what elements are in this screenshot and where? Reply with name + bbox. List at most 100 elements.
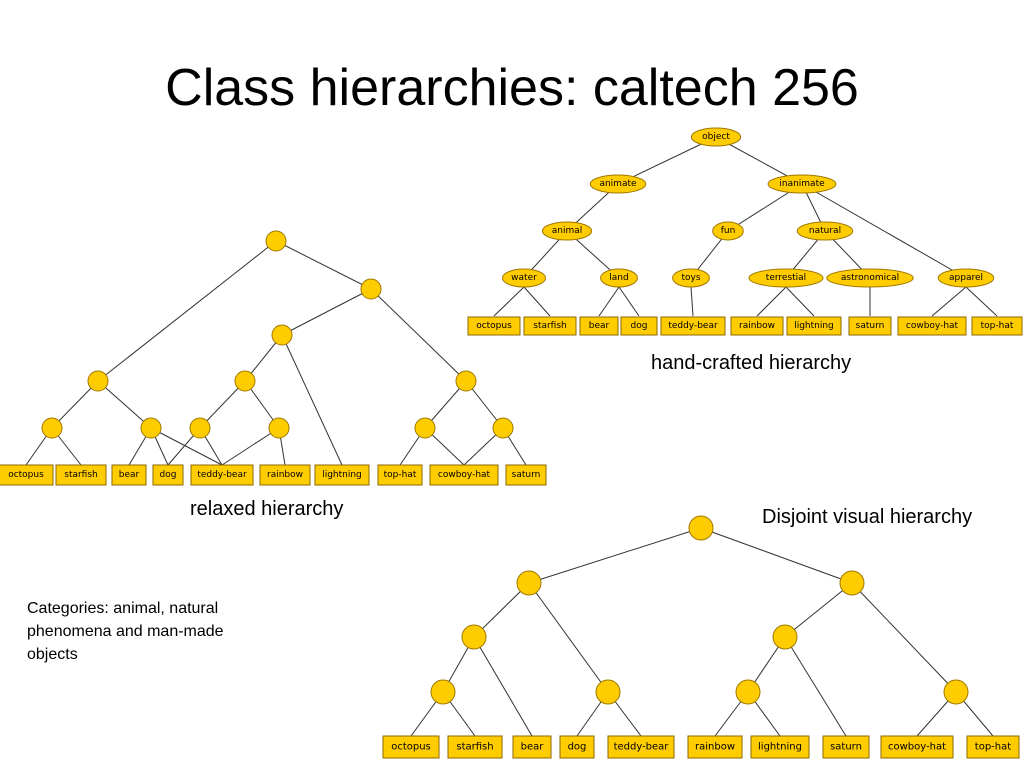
relaxed-leaf-dog-label: dog [160,470,177,480]
hc-node-toys: toys [672,268,710,288]
hc-leaf-bear-label: bear [589,321,610,331]
tree-edge [493,286,525,317]
disjoint-node-d [772,624,798,650]
disjoint-node-b [839,570,865,596]
relaxed-node-f [41,417,63,439]
relaxed-node-g [140,417,162,439]
disjoint-leaf-dog-label: dog [568,742,587,753]
hc-leaf-rainbow-label: rainbow [739,321,775,331]
hc-leaf-teddy-bear-label: teddy-bear [668,321,718,331]
disjoint-node-r [688,515,714,541]
hc-node-animate: animate [589,174,647,194]
hand-crafted-caption: hand-crafted hierarchy [651,352,852,374]
hc-node-animal: animal [541,221,593,241]
hc-node-astronomical-label: astronomical [841,273,899,283]
relaxed-leaf-top-hat: top-hat [377,464,423,486]
hc-leaf-octopus: octopus [467,316,521,336]
tree-edge [851,582,957,693]
hc-node-water-label: water [511,273,537,283]
hc-leaf-teddy-bear: teddy-bear [660,316,726,336]
relaxed-leaf-lightning: lightning [314,464,370,486]
hc-node-fun-label: fun [721,226,736,236]
hc-node-object-label: object [702,132,730,142]
relaxed-node-i [268,417,290,439]
disjoint-leaf-octopus: octopus [382,735,440,759]
hc-leaf-cowboy-hat: cowboy-hat [897,316,967,336]
tree-edge [598,286,620,317]
disjoint-leaf-lightning: lightning [750,735,810,759]
hc-node-terrestial-label: terrestial [766,273,806,283]
hc-node-land: land [600,268,638,288]
disjoint-leaf-teddy-bear: teddy-bear [607,735,675,759]
disjoint-leaf-starfish-label: starfish [456,742,493,753]
hc-leaf-lightning-label: lightning [794,321,834,331]
hc-node-apparel: apparel [937,268,995,288]
relaxed-leaf-lightning-label: lightning [322,470,362,480]
relaxed-node-a [360,278,382,300]
tree-edge [97,240,277,382]
tree-edge [617,136,717,185]
hc-leaf-lightning: lightning [786,316,842,336]
relaxed-leaf-rainbow-label: rainbow [267,470,303,480]
hc-node-apparel-label: apparel [949,273,983,283]
hc-leaf-bear: bear [579,316,619,336]
tree-edge [523,286,551,317]
disjoint-leaf-dog: dog [559,735,595,759]
disjoint-node-g [735,679,761,705]
tree-edge [97,380,152,429]
tree-edge [281,288,372,336]
hc-node-natural: natural [796,221,854,241]
slide-title: Class hierarchies: caltech 256 [165,59,859,117]
tree-edge [690,286,694,317]
relaxed-node-j [414,417,436,439]
tree-edge [199,380,246,429]
relaxed-leaf-rainbow: rainbow [259,464,311,486]
disjoint-leaf-bear: bear [512,735,552,759]
disjoint-node-a [516,570,542,596]
disjoint-leaf-top-hat-label: top-hat [975,742,1011,753]
hc-node-inanimate: inanimate [767,174,837,194]
hc-node-water: water [502,268,546,288]
hc-leaf-top-hat-label: top-hat [981,321,1014,331]
disjoint-caption: Disjoint visual hierarchy [762,506,973,528]
hc-leaf-saturn: saturn [848,316,892,336]
relaxed-node-h [189,417,211,439]
hc-leaf-rainbow: rainbow [730,316,784,336]
relaxed-leaf-cowboy-hat: cowboy-hat [429,464,499,486]
relaxed-node-c [87,370,109,392]
tree-edge [618,286,640,317]
relaxed-leaf-bear-label: bear [119,470,140,480]
disjoint-leaf-rainbow-label: rainbow [695,742,735,753]
disjoint-leaf-saturn-label: saturn [830,742,862,753]
relaxed-leaf-octopus-label: octopus [8,470,44,480]
relaxed-node-d [234,370,256,392]
tree-edge [931,286,967,317]
disjoint-leaf-starfish: starfish [447,735,503,759]
hc-leaf-saturn-label: saturn [856,321,885,331]
tree-edge [370,288,467,382]
tree-edge [221,427,280,466]
hc-node-fun: fun [712,221,744,241]
tree-edge [784,582,853,638]
relaxed-leaf-teddy-bear-label: teddy-bear [197,470,247,480]
relaxed-leaf-saturn: saturn [505,464,547,486]
tree-edge [965,286,998,317]
hc-node-inanimate-label: inanimate [779,179,825,189]
disjoint-leaf-lightning-label: lightning [758,742,802,753]
disjoint-node-h [943,679,969,705]
relaxed-node-b [271,324,293,346]
hc-leaf-starfish: starfish [523,316,577,336]
relaxed-leaf-octopus: octopus [0,464,54,486]
disjoint-leaf-bear-label: bear [521,742,545,753]
hc-node-terrestial: terrestial [748,268,824,288]
relaxed-leaf-starfish-label: starfish [64,470,98,480]
relaxed-leaf-bear: bear [111,464,147,486]
relaxed-caption: relaxed hierarchy [190,498,344,520]
tree-edge [51,380,99,429]
hc-leaf-cowboy-hat-label: cowboy-hat [906,321,959,331]
tree-edge [785,286,815,317]
hc-node-animal-label: animal [552,226,583,236]
tree-edge [784,636,847,737]
disjoint-leaf-top-hat: top-hat [966,735,1020,759]
